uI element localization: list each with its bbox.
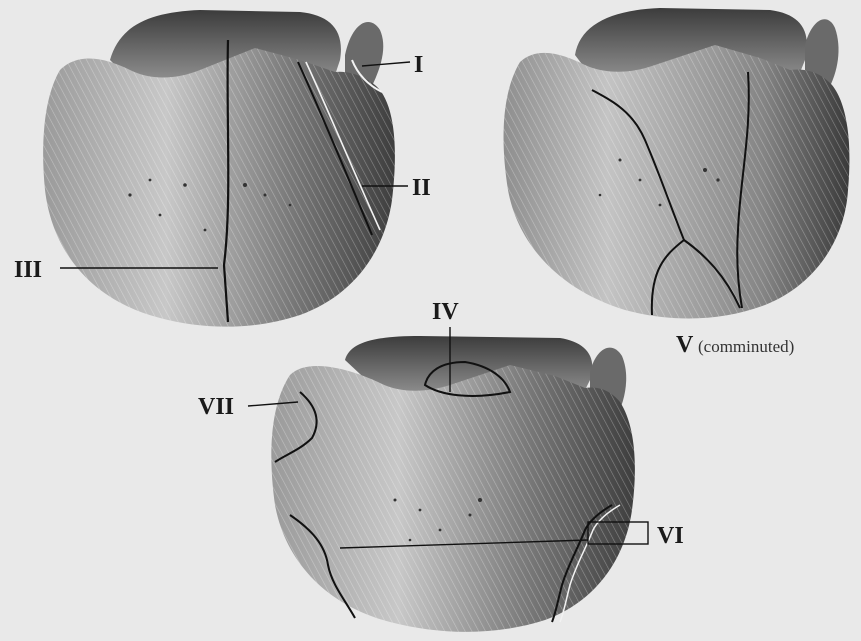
label-type-7: VII [198, 394, 234, 420]
bone-top-right [504, 8, 850, 318]
label-type-6: VI [657, 523, 684, 549]
label-type-4: IV [432, 299, 459, 325]
bone-bottom [248, 327, 648, 632]
bone-top-left [43, 10, 410, 327]
label-type-2: II [412, 175, 431, 201]
label-type-5: V [676, 332, 694, 358]
label-type-3: III [14, 257, 42, 283]
label-type-1: I [414, 52, 423, 78]
label-type-5-note: (comminuted) [698, 337, 794, 356]
